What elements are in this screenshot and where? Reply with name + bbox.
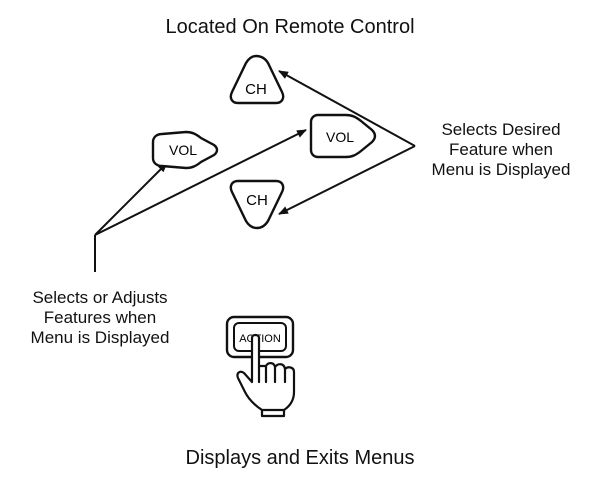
arrow-to-vol-right xyxy=(94,129,307,236)
vol-right-label: VOL xyxy=(326,129,354,145)
action-button-caption: Displays and Exits Menus xyxy=(185,447,415,469)
ch-down-button[interactable]: CH xyxy=(229,179,285,230)
arrow-to-ch-down xyxy=(278,145,416,215)
vol-left-label: VOL xyxy=(169,142,197,158)
pressing-finger-icon xyxy=(236,333,296,418)
arrow-to-vol-left xyxy=(94,162,168,236)
ch-buttons-callout: Selects Desired Feature when Menu is Dis… xyxy=(431,120,571,180)
ch-down-label: CH xyxy=(246,192,268,209)
vol-left-button[interactable]: VOL xyxy=(151,130,219,170)
right-leader-lines xyxy=(278,70,416,215)
left-leader-lines xyxy=(94,129,307,272)
vol-buttons-callout: Selects or Adjusts Features when Menu is… xyxy=(30,288,170,348)
ch-up-button[interactable]: CH xyxy=(229,54,285,105)
remote-location-title: Located On Remote Control xyxy=(165,16,415,38)
ch-up-label: CH xyxy=(245,81,267,98)
arrow-to-ch-up xyxy=(278,70,416,147)
vol-right-button[interactable]: VOL xyxy=(309,113,377,159)
